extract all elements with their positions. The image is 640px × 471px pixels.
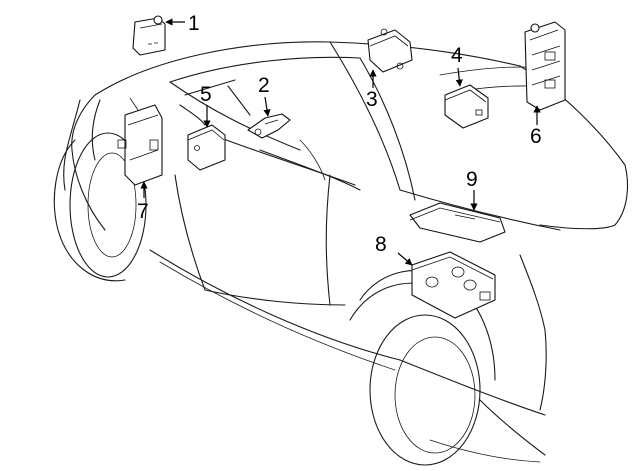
part-9-ecu: [409, 202, 506, 243]
leader-2: [263, 96, 271, 117]
callout-7: 7: [137, 200, 149, 223]
callout-8: 8: [375, 233, 387, 256]
part-6-junction-block: [524, 21, 566, 111]
part-1-module: [132, 15, 166, 56]
part-8-fuse-box: [411, 251, 496, 319]
part-2-sensor: [247, 113, 291, 139]
callout-2: 2: [258, 74, 270, 97]
callout-1: 1: [188, 12, 200, 35]
callout-9: 9: [466, 168, 478, 191]
part-5-module: [187, 124, 226, 171]
car-body-outline: [53, 41, 629, 466]
part-4-module: [444, 84, 489, 129]
leader-8: [397, 252, 413, 266]
leader-4: [455, 67, 463, 87]
callout-5: 5: [200, 83, 212, 106]
callout-3: 3: [366, 88, 378, 111]
part-3-module: [367, 28, 413, 73]
callout-4: 4: [451, 44, 463, 67]
callout-6: 6: [530, 125, 542, 148]
part-7-module: [117, 97, 163, 186]
